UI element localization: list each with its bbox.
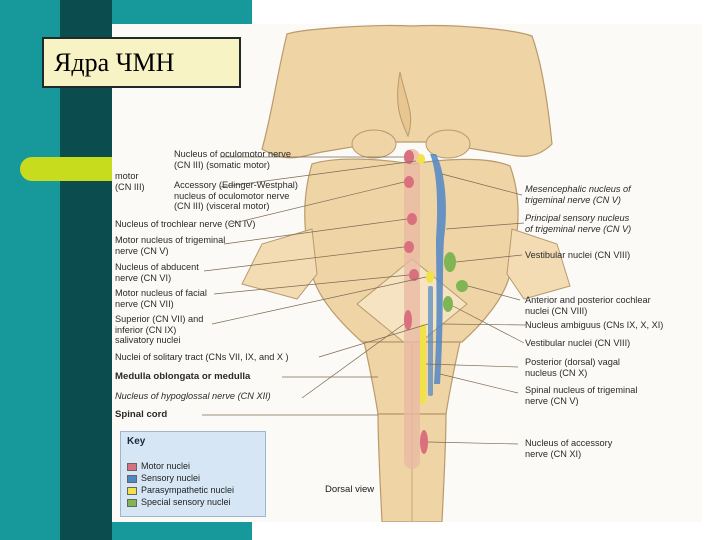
vestibular-nuclei-lower (443, 296, 453, 312)
facial-motor-nucleus (409, 269, 419, 281)
key-swatch-motor (127, 463, 137, 471)
abducent-nucleus (404, 241, 414, 253)
accessory-nucleus (420, 430, 428, 454)
key-swatch-parasympathetic (127, 487, 137, 495)
label-solitary-tract: Nuclei of solitary tract (CNs VII, IX, a… (115, 352, 289, 362)
dorsal-vagal-nucleus (420, 324, 426, 404)
label-motor-cn3: motor(CN III) (115, 171, 145, 192)
label-vestibular-nuclei-lower: Vestibular nuclei (CN VIII) (525, 338, 631, 348)
brainstem-illustration (202, 24, 571, 522)
pineal-shape (397, 71, 412, 138)
diencephalon-shape (261, 24, 553, 159)
oculomotor-nucleus (404, 150, 414, 164)
colliculus-left (351, 129, 397, 159)
cochlear-nuclei (456, 280, 468, 292)
key-swatch-special-sensory (127, 499, 137, 507)
key-label-motor: Motor nuclei (141, 461, 191, 471)
key-title: Key (127, 436, 146, 447)
edinger-westphal-nucleus (417, 154, 425, 164)
dark-teal-strip (60, 0, 112, 540)
label-spinal-cord: Spinal cord (115, 409, 168, 420)
vestibular-nuclei (444, 252, 456, 272)
label-nucleus-ambiguus: Nucleus ambiguus (CNs IX, X, XI) (525, 320, 664, 330)
label-vestibular-nuclei-upper: Vestibular nuclei (CN VIII) (525, 250, 631, 260)
label-hypoglossal-nucleus: Nucleus of hypoglossal nerve (CN XII) (115, 391, 271, 401)
peduncle-left (241, 228, 318, 300)
dorsal-view-label: Dorsal view (325, 484, 375, 495)
key-label-parasympathetic: Parasympathetic nuclei (141, 485, 235, 495)
peduncle-right (506, 228, 571, 300)
key-label-sensory: Sensory nuclei (141, 473, 201, 483)
color-key-legend: Key Motor nuclei Sensory nuclei Parasymp… (120, 431, 266, 517)
salivatory-nucleus (426, 271, 434, 283)
hypoglossal-nucleus (404, 310, 412, 330)
label-medulla: Medulla oblongata or medulla (115, 371, 251, 382)
motor-column (404, 149, 420, 469)
label-edinger-westphal: Accessory (Edinger-Westphal)nucleus of o… (174, 180, 298, 212)
slide-title: Ядра ЧМН (54, 48, 175, 77)
label-oculomotor-nucleus: Nucleus of oculomotor nerve(CN III) (som… (174, 149, 291, 170)
trochlear-nucleus (404, 176, 414, 188)
trigeminal-sensory-column (430, 154, 446, 384)
key-label-special-sensory: Special sensory nuclei (141, 497, 231, 507)
solitary-tract-column (428, 286, 433, 396)
key-swatch-sensory (127, 475, 137, 483)
colliculus-right (425, 129, 471, 159)
label-trochlear-nucleus: Nucleus of trochlear nerve (CN IV) (115, 219, 256, 229)
slide-title-box: Ядра ЧМН (42, 37, 241, 88)
trigeminal-motor-nucleus (407, 213, 417, 225)
